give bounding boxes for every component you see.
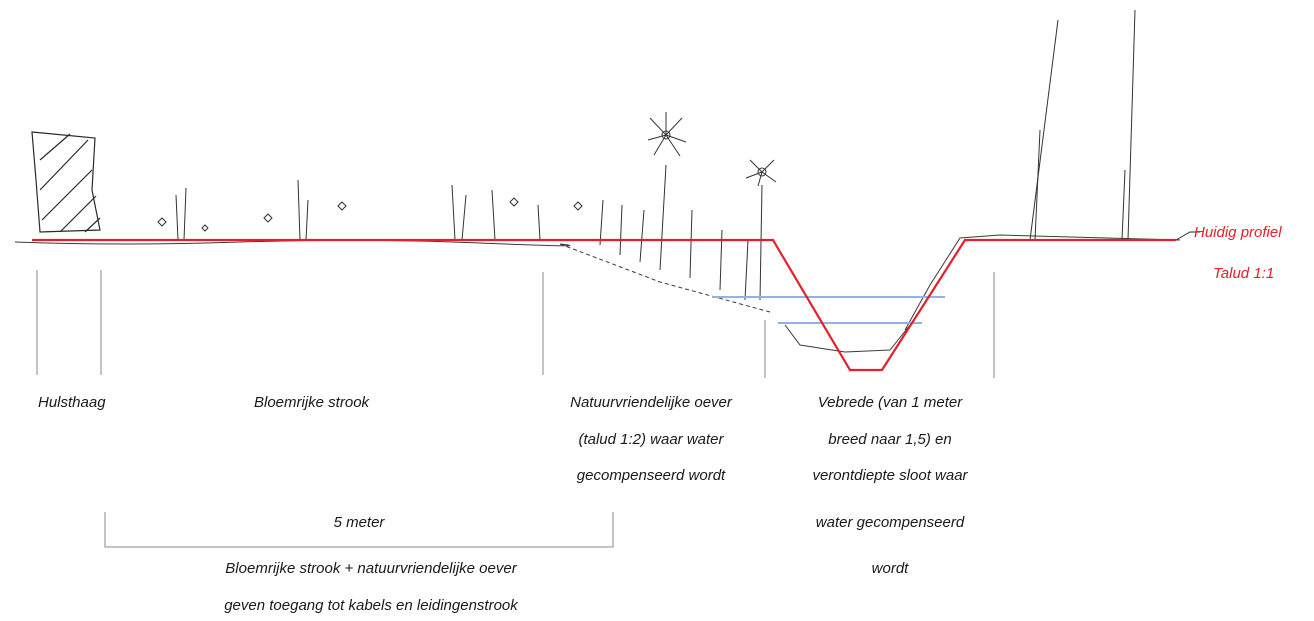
- sloot-label-line-5: wordt: [871, 560, 909, 577]
- sloot-label-line-1: Vebrede (van 1 meter: [817, 394, 963, 411]
- grass-sketch: [175, 9, 1136, 301]
- dimension-label: 5 meter: [333, 514, 385, 531]
- oever-label-line-2: (talud 1:2) waar water: [578, 431, 724, 448]
- bloemrijke-strook-label: Bloemrijke strook: [254, 394, 370, 411]
- toegang-label-line-2: geven toegang tot kabels en leidingenstr…: [224, 597, 518, 614]
- current-profile-line: [32, 238, 1176, 372]
- flower-sketch: [157, 112, 777, 232]
- profile-leader-line: [1175, 231, 1200, 241]
- hedge-sketch: [31, 131, 101, 233]
- toegang-label-line-1: Bloemrijke strook + natuurvriendelijke o…: [225, 560, 517, 577]
- right-bank-sketch: [904, 234, 1181, 331]
- huidig-profiel-label: Huidig profiel: [1194, 224, 1282, 241]
- sloot-label-line-4: water gecompenseerd: [815, 514, 965, 531]
- ditch-bottom-sketch: [784, 324, 911, 353]
- oever-label-line-1: Natuurvriendelijke oever: [570, 394, 732, 411]
- talud-label: Talud 1:1: [1213, 265, 1275, 282]
- dimension-bracket: [104, 512, 614, 548]
- sloot-label-line-2: breed naar 1,5) en: [828, 431, 952, 448]
- hulsthaag-label: Hulsthaag: [38, 394, 106, 411]
- sloot-label-line-3: verontdiepte sloot waar: [812, 467, 968, 484]
- slope-sketch-line: [559, 243, 771, 313]
- oever-label-line-3: gecompenseerd wordt: [576, 467, 726, 484]
